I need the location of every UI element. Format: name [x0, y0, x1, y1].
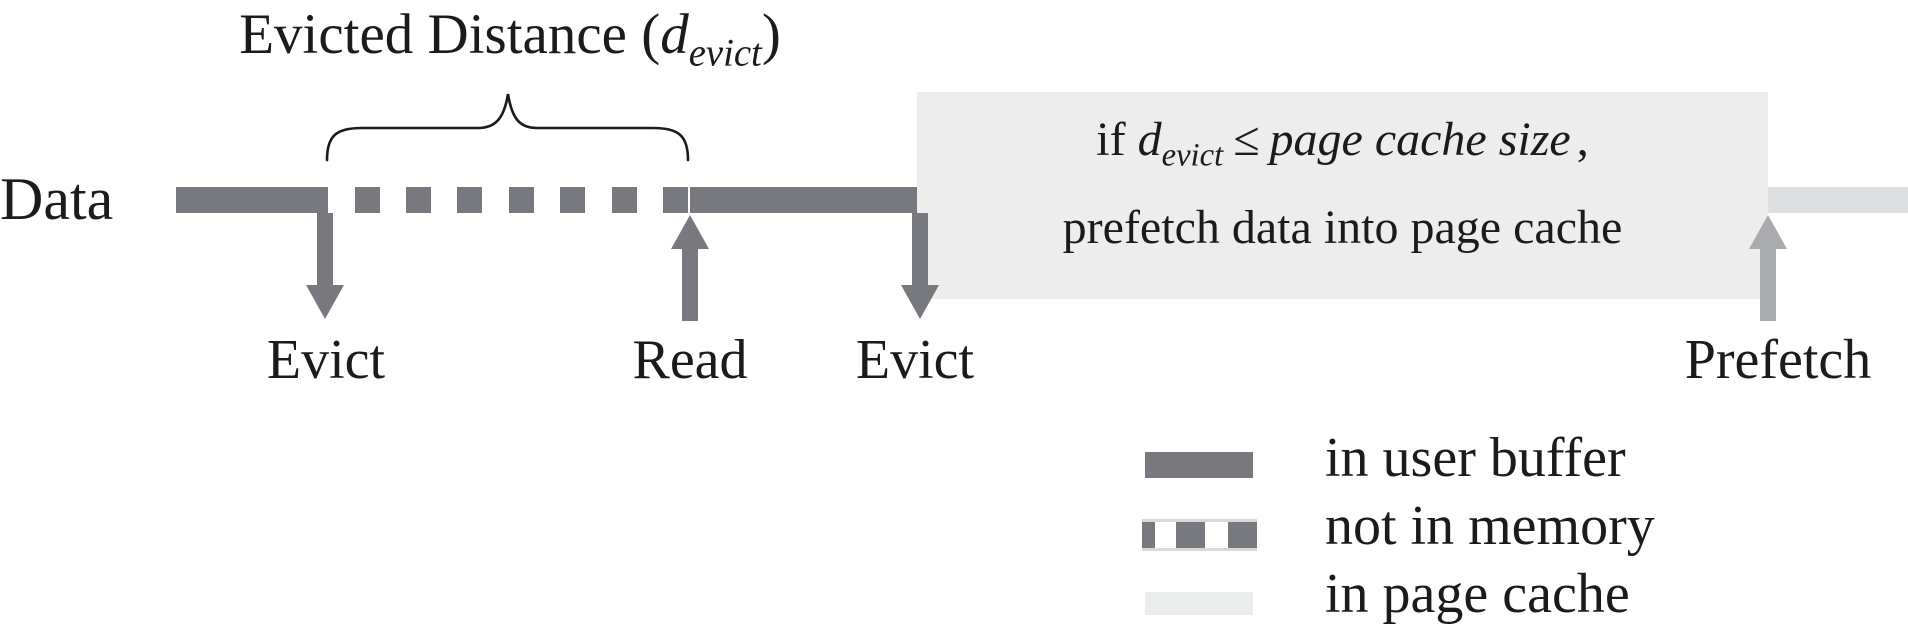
evicted-distance-brace — [325, 93, 690, 162]
note-comma: , — [1576, 113, 1589, 166]
note-condition-text: page cache size — [1269, 113, 1571, 166]
note-action-line: prefetch data into page cache — [1062, 201, 1623, 254]
bar-dash-not-in-memory — [406, 187, 431, 213]
legend-dash-segment — [1142, 522, 1155, 548]
title-suffix: ) — [761, 3, 781, 66]
title-subscript: evict — [688, 31, 762, 75]
prefetch-arrow-up-icon — [1749, 215, 1787, 321]
evict-arrow-down-icon — [901, 213, 939, 319]
evict-label-1: Evict — [266, 329, 386, 391]
bar-dash-not-in-memory — [560, 187, 585, 213]
bar-dash-not-in-memory — [612, 187, 637, 213]
legend-swatch-in-user-buffer — [1145, 452, 1253, 478]
legend-dash-segment — [1228, 522, 1257, 548]
title-variable: d — [660, 3, 689, 66]
legend-swatch-in-page-cache — [1145, 592, 1253, 615]
bar-dash-not-in-memory — [509, 187, 534, 213]
bar-dash-not-in-memory — [355, 187, 380, 213]
legend-label-in-user-buffer: in user buffer — [1325, 427, 1626, 489]
bar-segment-in-user-buffer-1 — [176, 187, 328, 213]
bar-dash-not-in-memory — [663, 187, 688, 213]
legend-label-in-page-cache: in page cache — [1325, 563, 1630, 625]
data-axis-label: Data — [0, 166, 114, 232]
evict-label-2: Evict — [855, 329, 975, 391]
figure-title: Evicted Distance (devict) — [160, 0, 860, 72]
legend-dash-segment — [1176, 522, 1205, 548]
bar-segment-in-user-buffer-2 — [690, 187, 920, 213]
bar-dash-not-in-memory — [457, 187, 482, 213]
note-variable: d — [1137, 113, 1162, 166]
title-prefix: Evicted Distance ( — [239, 3, 661, 66]
bar-segment-in-page-cache — [1768, 187, 1908, 213]
prefetch-label: Prefetch — [1684, 329, 1872, 391]
leq-symbol: ≤ — [1233, 113, 1260, 166]
legend-label-not-in-memory: not in memory — [1325, 495, 1655, 557]
evict-arrow-down-icon — [306, 213, 344, 319]
note-if-word: if — [1096, 113, 1126, 166]
read-label: Read — [632, 329, 748, 391]
legend-swatch-not-in-memory — [1142, 519, 1257, 551]
note-subscript: evict — [1161, 137, 1224, 174]
read-arrow-up-icon — [671, 215, 709, 321]
